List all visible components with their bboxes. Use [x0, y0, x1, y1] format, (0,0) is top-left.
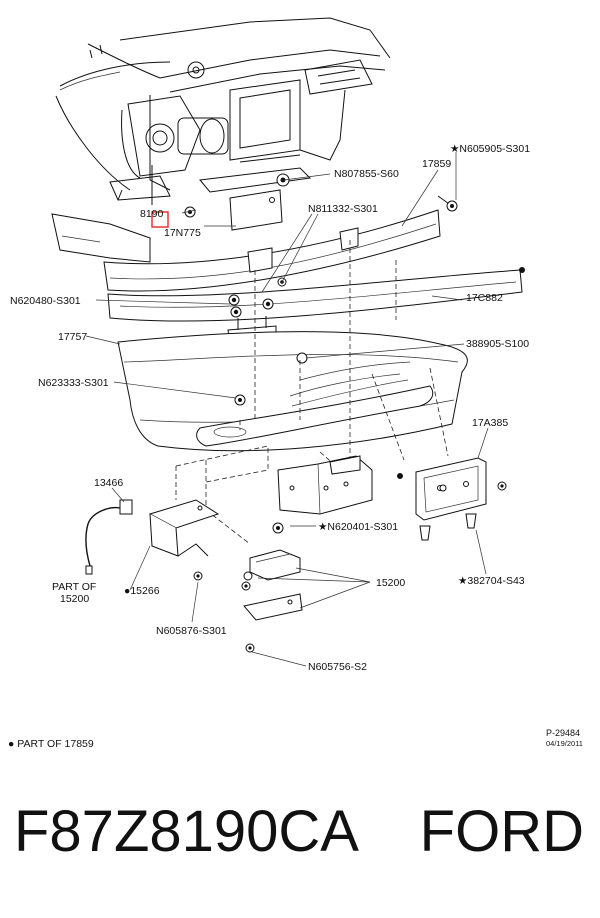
label-15200-right: 15200: [376, 577, 405, 589]
label-n605876: N605876-S301: [156, 625, 227, 637]
fog-lamp-15200: [241, 549, 303, 653]
highlight-marker: [151, 211, 169, 228]
alignment-lines: [175, 240, 449, 545]
label-part-of: PART OF: [52, 581, 96, 593]
label-n605756: N605756-S2: [308, 661, 367, 673]
label-382704: ★382704-S43: [458, 575, 525, 587]
fog-lamp-bracket: [148, 499, 220, 581]
label-17859: 17859: [422, 158, 451, 170]
label-17757: 17757: [58, 331, 87, 343]
label-n620480: N620480-S301: [10, 295, 81, 307]
label-13466: 13466: [94, 477, 123, 489]
label-15200-left: 15200: [60, 593, 89, 605]
fog-lamp-wiring: [85, 499, 133, 575]
fasteners-upper: [228, 277, 287, 318]
vehicle-front-structure: [55, 17, 391, 205]
label-n807855: N807855-S60: [334, 168, 399, 180]
label-17n775: 17N775: [164, 227, 201, 239]
bumper-cover-17757: [117, 331, 468, 452]
label-17a385: 17A385: [472, 417, 508, 429]
brand-label: FORD: [419, 799, 584, 864]
parts-diagram: ★N605905-S301 N807855-S60 17859 8190 N81…: [8, 17, 583, 750]
label-n623333: N623333-S301: [38, 377, 109, 389]
reference-date: 04/19/2011: [546, 739, 583, 748]
upper-bumper-strip: [51, 209, 441, 292]
label-n811332: N811332-S301: [308, 203, 378, 215]
label-15266: ●15266: [124, 585, 160, 597]
label-n620401: ★N620401-S301: [318, 521, 398, 533]
part-number-title: F87Z8190CA: [14, 799, 359, 864]
footnote: ● PART OF 17859: [8, 738, 94, 750]
label-n605905: ★N605905-S301: [450, 143, 530, 155]
leader-lines: [85, 152, 489, 667]
license-bracket-17a385: [415, 457, 507, 541]
callout-labels: ★N605905-S301 N807855-S60 17859 8190 N81…: [8, 143, 583, 750]
bolt-n605905: [437, 195, 458, 212]
center-mount-bracket: [272, 455, 403, 534]
label-8190: 8190: [140, 208, 164, 220]
label-388905: 388905-S100: [466, 338, 529, 350]
label-17c882: 17C882: [466, 292, 503, 304]
reference-code: P-29484: [546, 728, 580, 738]
bracket-17n775: [184, 173, 290, 231]
